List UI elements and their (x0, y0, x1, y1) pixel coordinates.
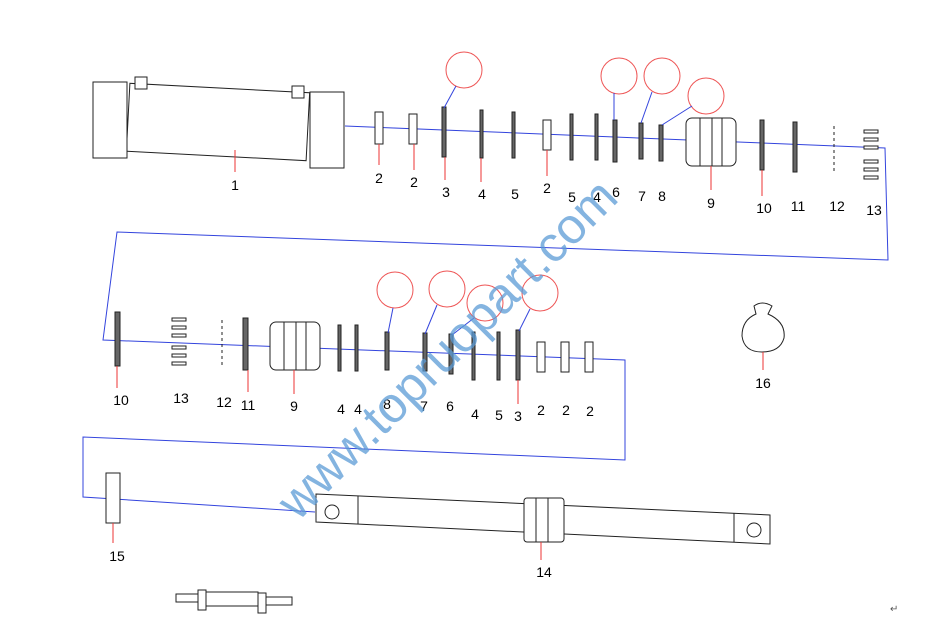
part-15-wiper (105, 472, 121, 524)
label-10: 10 (756, 200, 772, 216)
label-6: 6 (446, 398, 454, 414)
label-2: 2 (410, 174, 418, 190)
detail-bubbles-row1 (443, 51, 725, 126)
assembly-axis-line (82, 125, 889, 513)
label-10: 10 (113, 392, 129, 408)
label-11: 11 (241, 397, 256, 413)
label-4: 4 (337, 401, 345, 417)
row1-parts (374, 106, 879, 180)
label-2: 2 (586, 403, 594, 419)
label-11: 11 (791, 198, 806, 214)
part-1-cylinder-barrel (92, 76, 345, 169)
row2-parts (114, 311, 594, 381)
label-9: 9 (707, 195, 715, 211)
label-9: 9 (290, 398, 298, 414)
label-3: 3 (514, 408, 522, 424)
label-2: 2 (543, 180, 551, 196)
label-1: 1 (231, 177, 239, 193)
part-14-piston-rod (315, 493, 771, 545)
label-2: 2 (537, 402, 545, 418)
label-5: 5 (495, 407, 503, 423)
label-7: 7 (420, 398, 428, 414)
return-mark: ↵ (890, 604, 898, 615)
label-2: 2 (562, 402, 570, 418)
label-5: 5 (568, 189, 576, 205)
label-13: 13 (866, 202, 882, 218)
label-16: 16 (755, 375, 771, 391)
row1-labels: 1 2 2 3 4 5 2 5 4 6 7 8 9 10 11 12 13 (231, 170, 882, 218)
label-8: 8 (658, 188, 666, 204)
label-12: 12 (829, 198, 845, 214)
label-6: 6 (612, 184, 620, 200)
label-4: 4 (471, 406, 479, 422)
label-2: 2 (375, 170, 383, 186)
row2-labels: 10 13 12 11 9 4 4 8 7 6 4 5 3 2 2 2 (113, 390, 594, 424)
assembled-cylinder-thumbnail (175, 589, 293, 614)
label-4: 4 (354, 401, 362, 417)
label-5: 5 (511, 186, 519, 202)
label-4: 4 (593, 189, 601, 205)
label-13: 13 (173, 390, 189, 406)
part-16-seal-kit-bag (741, 302, 785, 353)
label-14: 14 (536, 564, 552, 580)
label-12: 12 (216, 394, 232, 410)
leader-lines (112, 144, 764, 560)
label-8: 8 (383, 396, 391, 412)
label-15: 15 (109, 548, 125, 564)
label-3: 3 (442, 184, 450, 200)
label-4: 4 (478, 186, 486, 202)
label-7: 7 (638, 188, 646, 204)
detail-bubbles-row2 (376, 270, 559, 336)
